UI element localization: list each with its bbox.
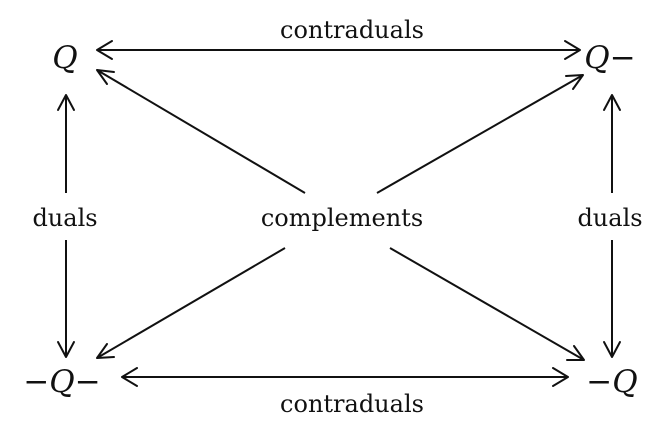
- arrow-duals-right-down: [603, 240, 621, 358]
- node-q-minus: Q−: [584, 40, 635, 76]
- label-complements: complements: [261, 204, 423, 232]
- label-duals-right: duals: [577, 204, 642, 232]
- label-contraduals-bottom: contraduals: [280, 390, 424, 418]
- label-duals-left: duals: [32, 204, 97, 232]
- node-q: Q: [52, 40, 77, 76]
- arrow-contraduals-bottom: [121, 367, 569, 387]
- arrow-complements-to-q: [96, 69, 306, 194]
- arrow-contraduals-top: [96, 40, 581, 60]
- arrow-complements-to-minus-q-minus: [96, 247, 286, 359]
- arrow-complements-to-minus-q: [389, 247, 585, 361]
- label-contraduals-top: contraduals: [280, 16, 424, 44]
- arrow-duals-left-up: [57, 94, 75, 193]
- node-minus-q: −Q: [586, 364, 637, 400]
- arrow-duals-right-up: [603, 94, 621, 193]
- node-minus-q-minus: −Q−: [23, 364, 100, 400]
- arrow-complements-to-q-minus: [376, 74, 584, 194]
- arrow-duals-left-down: [57, 240, 75, 358]
